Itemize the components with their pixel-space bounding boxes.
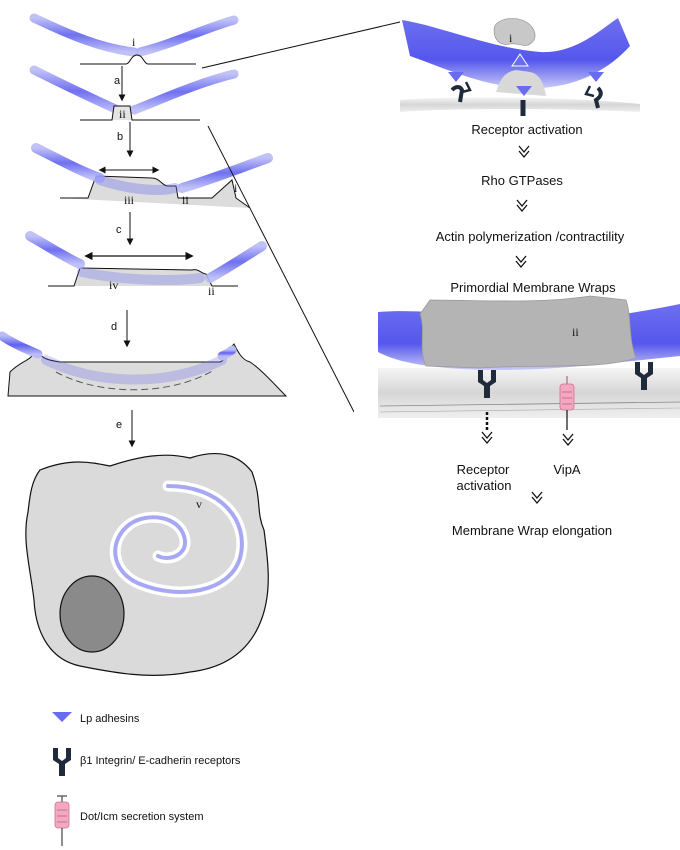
legend: Lp adhesins β1 Integrin/ E-cadherin rece… [52,712,241,846]
syringe-icon [54,795,70,846]
flow-actin: Actin polymerization /contractility [436,229,625,244]
flow-elongation: Membrane Wrap elongation [452,523,612,538]
label-v: v [196,497,202,511]
double-arrow-6 [531,491,543,504]
nucleus [59,575,125,653]
double-arrow-1 [518,145,530,158]
label-i-top: i [132,35,136,49]
flow-primordial: Primordial Membrane Wraps [450,280,616,295]
flow-vipa: VipA [553,462,581,477]
legend-secretion: Dot/Icm secretion system [80,811,203,823]
step-e-label: e [116,419,122,431]
double-arrow-4 [481,431,493,444]
stage-d [0,331,288,397]
stage-i: i [29,13,239,65]
label-ii-b: ii [182,193,189,207]
label-ii-zoom: ii [572,325,579,339]
host-cell: v [25,453,269,676]
step-d-label: d [111,321,117,333]
zoom-line-bottom [207,125,355,413]
receptor-icon [53,748,71,776]
zoom-panel-ii: ii [354,295,680,426]
legend-receptors: β1 Integrin/ E-cadherin receptors [80,755,241,767]
stage-iv: iv ii [25,231,267,298]
legend-adhesins: Lp adhesins [80,713,140,725]
zoom-panel-i: i [400,18,640,116]
label-ii-a: ii [119,107,126,121]
flow-receptor-2b: activation [457,478,512,493]
double-arrow-3 [515,255,527,268]
zoom-line-top [201,21,401,69]
flow-receptor-activation: Receptor activation [471,122,582,137]
label-i-zoom: i [509,31,513,45]
adhesin-icon [52,712,72,722]
step-b-label: b [117,131,123,143]
label-iv: iv [109,278,118,292]
stage-iii: iii ii i [31,143,273,209]
double-arrow-5 [562,433,574,446]
label-iii: iii [124,193,135,207]
step-a-label: a [114,75,121,87]
label-i-b: i [234,181,238,195]
flow-receptor-2a: Receptor [457,462,510,477]
double-arrow-2 [516,199,528,212]
label-ii-c: ii [208,284,215,298]
stage-ii: ii [29,65,239,121]
flow-rho-gtpases: Rho GTPases [481,173,563,188]
step-c-label: c [116,224,122,236]
